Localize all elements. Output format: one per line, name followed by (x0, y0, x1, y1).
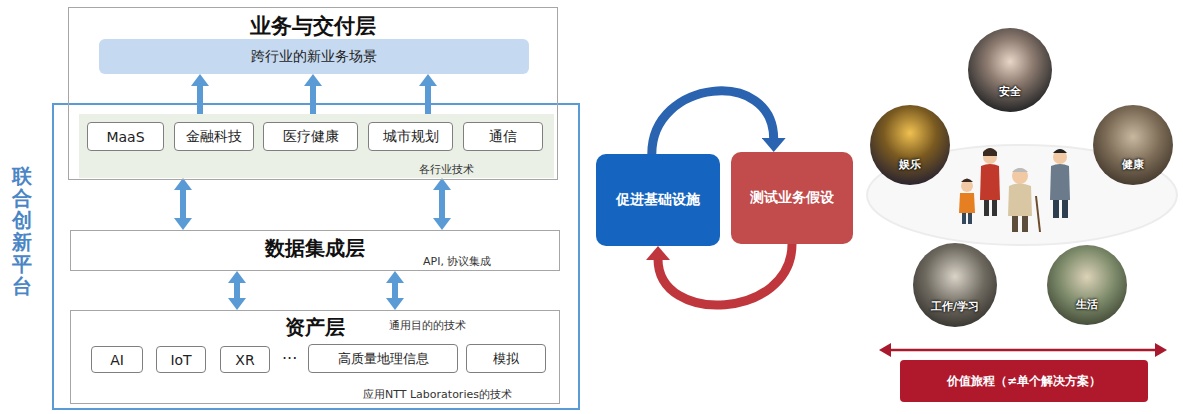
tech-box: 模拟 (466, 344, 546, 373)
tech-box: AI (91, 346, 143, 373)
node-text: 健康 (1093, 157, 1173, 172)
connector-arrow (652, 91, 774, 154)
connector-arrow (234, 282, 240, 299)
cycle-box: 测试业务假设 (731, 152, 853, 244)
tech-box: XR (220, 346, 270, 373)
node-text: AI (110, 352, 124, 368)
tech-box: 医疗健康 (263, 122, 358, 151)
connector-arrow (310, 85, 316, 114)
value-journey-box: 价值旅程（≠单个解决方案） (900, 360, 1148, 402)
node-text: 医疗健康 (283, 128, 339, 146)
layer-box: 数据集成层API, 协议集成 (70, 230, 560, 271)
layer-box: 资产层通用目的的技术应用NTT Laboratories的技术 AI IoT XR 高质… (70, 310, 560, 404)
node-text: 通信 (489, 128, 517, 146)
connector-arrow (392, 282, 398, 299)
node-text: 促进基础设施 (616, 191, 700, 209)
connector-arrow (439, 189, 445, 219)
photo-circle: 生活 (1047, 245, 1127, 325)
tech-box: 城市规划 (368, 122, 453, 151)
industry-band: 各行业技术 MaaS 金融科技 医疗健康 城市规划 通信 (79, 114, 554, 178)
photo-circle: 工作/学习 (913, 243, 997, 327)
photo-circle: 健康 (1093, 105, 1173, 185)
node-text: 测试业务假设 (750, 189, 834, 207)
tech-box: 金融科技 (174, 122, 254, 151)
node-text: 跨行业的新业务场景 (251, 48, 377, 66)
people-figure (959, 148, 1070, 232)
node-text: 资产层 (71, 314, 559, 341)
journey-double-arrow (890, 349, 1156, 352)
node-text: 安全 (968, 84, 1052, 99)
node-text: MaaS (106, 129, 144, 145)
node-text: 各行业技术 (419, 162, 474, 177)
scenario-band: 跨行业的新业务场景 (99, 39, 529, 74)
node-text: XR (235, 352, 254, 368)
node-text: API, 协议集成 (423, 254, 491, 269)
cycle-box: 促进基础设施 (596, 154, 720, 246)
connector-arrow (425, 85, 431, 114)
connector-arrow (180, 189, 186, 219)
tech-box: MaaS (87, 122, 164, 151)
connector-arrow (658, 244, 792, 305)
layer-box: 业务与交付层跨行业的新业务场景各行业技术 MaaS 金融科技 医疗健康 城市规划 通信 (68, 7, 558, 180)
connector-arrow (197, 85, 203, 114)
ellipsis-label: ... (282, 344, 297, 363)
node-text: 价值旅程（≠单个解决方案） (947, 373, 1101, 390)
background-swirl (867, 145, 1177, 245)
node-text: 城市规划 (383, 128, 439, 146)
node-text: IoT (170, 352, 191, 368)
node-text: 模拟 (493, 350, 519, 368)
node-text: 娱乐 (870, 157, 950, 172)
tech-box: 高质量地理信息 (308, 344, 458, 373)
node-text: 通用目的的技术 (389, 318, 466, 333)
tech-box: 通信 (463, 122, 543, 151)
node-text: 高质量地理信息 (338, 350, 429, 368)
photo-circle: 安全 (968, 28, 1052, 112)
node-text: 应用NTT Laboratories的技术 (363, 387, 512, 402)
node-text: 生活 (1047, 297, 1127, 312)
node-text: 业务与交付层 (69, 12, 557, 40)
tech-box: IoT (156, 346, 206, 373)
node-text: 联合创新平台 (12, 165, 32, 297)
node-text: 工作/学习 (913, 299, 997, 314)
photo-circle: 娱乐 (870, 105, 950, 185)
node-text: 金融科技 (186, 128, 242, 146)
